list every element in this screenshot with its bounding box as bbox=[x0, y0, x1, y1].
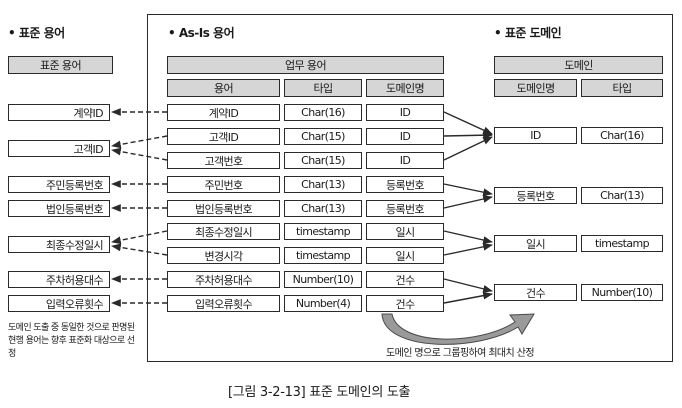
figure-caption: [그림 3-2-13] 표준 도메인의 도출 bbox=[228, 385, 411, 400]
asis-term-cell: 계약ID bbox=[167, 104, 280, 121]
asis-domain-cell: 건수 bbox=[366, 271, 444, 288]
domain-type-cell: timestamp bbox=[581, 235, 663, 252]
standard-terms-heading: • 표준 용어 bbox=[8, 26, 65, 40]
standard-term-resident-no: 주민등록번호 bbox=[8, 176, 110, 193]
asis-col-type: 타입 bbox=[284, 79, 362, 97]
standard-term-input-error-count: 입력오류횟수 bbox=[8, 295, 110, 312]
asis-term-cell: 입력오류횟수 bbox=[167, 295, 280, 312]
asis-domain-cell: 건수 bbox=[366, 295, 444, 312]
asis-domain-cell: 등록번호 bbox=[366, 200, 444, 217]
domain-name-cell: 건수 bbox=[494, 284, 577, 301]
asis-col-term: 용어 bbox=[167, 79, 280, 97]
asis-type-cell: Char(15) bbox=[284, 152, 362, 169]
asis-type-cell: Char(16) bbox=[284, 104, 362, 121]
domain-type-cell: Char(16) bbox=[581, 127, 663, 144]
asis-domain-cell: ID bbox=[366, 128, 444, 145]
asis-term-cell: 법인등록번호 bbox=[167, 200, 280, 217]
standardization-note: 도메인 도출 중 동일한 것으로 판명된 현행 용어는 향후 표준화 대상으로 … bbox=[8, 323, 135, 359]
domain-name-cell: 일시 bbox=[494, 235, 577, 252]
grouping-label: 도메인 명으로 그룹핑하여 최대치 산정 bbox=[386, 348, 535, 359]
standard-term-last-modified: 최종수정일시 bbox=[8, 236, 110, 253]
asis-domain-cell: ID bbox=[366, 104, 444, 121]
domain-name-cell: 등록번호 bbox=[494, 187, 577, 204]
domain-col-type: 타입 bbox=[581, 79, 663, 97]
domain-name-cell: ID bbox=[494, 127, 577, 144]
standard-term-parking-count: 주차허용대수 bbox=[8, 271, 110, 288]
asis-term-cell: 주민번호 bbox=[167, 176, 280, 193]
standard-term-contract-id: 계약ID bbox=[8, 104, 110, 121]
standard-terms-header: 표준 용어 bbox=[8, 56, 113, 74]
asis-term-cell: 고객ID bbox=[167, 128, 280, 145]
domain-type-cell: Char(13) bbox=[581, 187, 663, 204]
standard-term-customer-id: 고객ID bbox=[8, 140, 110, 157]
standard-term-corp-reg-no: 법인등록번호 bbox=[8, 200, 110, 217]
asis-domain-cell: 일시 bbox=[366, 247, 444, 264]
asis-type-cell: Number(4) bbox=[284, 295, 362, 312]
asis-term-cell: 고객번호 bbox=[167, 152, 280, 169]
asis-group-header: 업무 용어 bbox=[167, 56, 444, 74]
asis-term-cell: 변경시각 bbox=[167, 247, 280, 264]
asis-type-cell: timestamp bbox=[284, 247, 362, 264]
asis-type-cell: Char(15) bbox=[284, 128, 362, 145]
asis-domain-cell: ID bbox=[366, 152, 444, 169]
asis-type-cell: Char(13) bbox=[284, 200, 362, 217]
standard-domain-heading: • 표준 도메인 bbox=[494, 26, 562, 40]
asis-col-domain: 도메인명 bbox=[366, 79, 444, 97]
domain-type-cell: Number(10) bbox=[581, 284, 663, 301]
domain-group-header: 도메인 bbox=[494, 56, 663, 74]
domain-col-name: 도메인명 bbox=[494, 79, 577, 97]
asis-domain-cell: 등록번호 bbox=[366, 176, 444, 193]
asis-term-cell: 최종수정일시 bbox=[167, 223, 280, 240]
asis-term-cell: 주차허용대수 bbox=[167, 271, 280, 288]
asis-terms-heading: • As-Is 용어 bbox=[168, 26, 235, 40]
asis-domain-cell: 일시 bbox=[366, 223, 444, 240]
asis-type-cell: Char(13) bbox=[284, 176, 362, 193]
asis-type-cell: timestamp bbox=[284, 223, 362, 240]
asis-type-cell: Number(10) bbox=[284, 271, 362, 288]
